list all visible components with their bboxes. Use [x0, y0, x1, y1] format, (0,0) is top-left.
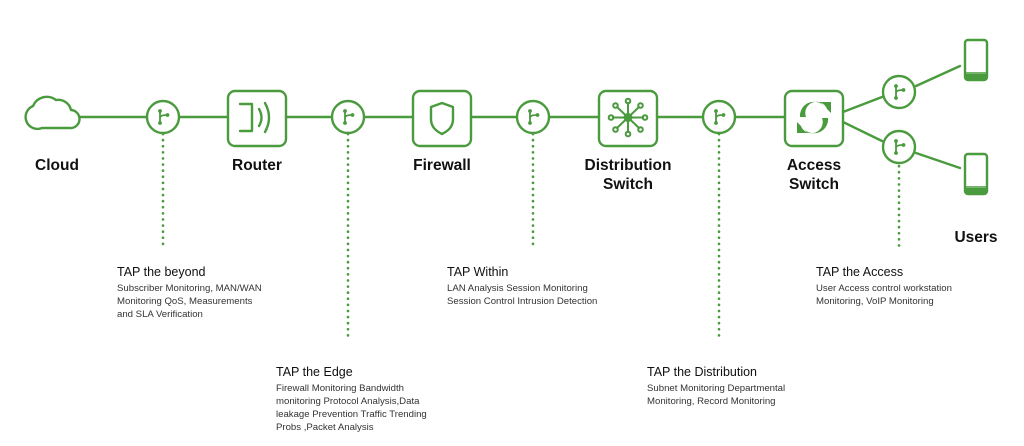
node-label-access-switch: Access Switch [770, 156, 858, 194]
router-icon [226, 89, 288, 148]
node-label-users: Users [954, 229, 998, 246]
tap-node-icon [701, 99, 737, 135]
tap-within-text: TAP Within LAN Analysis Session Monitori… [447, 264, 657, 308]
tap-desc-line: Monitoring QoS, Measurements [117, 296, 253, 307]
tap-node-icon [515, 99, 551, 135]
tap-node-icon [881, 129, 917, 165]
node-label-access-line1: Access [786, 157, 842, 174]
tap-title: TAP the Distribution [647, 365, 758, 379]
tap-desc-line: LAN Analysis Session Monitoring [447, 283, 588, 294]
tap-desc-line: Monitoring, Record Monitoring [647, 396, 776, 407]
hub-icon [597, 89, 659, 148]
tap-edge-text: TAP the Edge Firewall Monitoring Bandwid… [276, 364, 486, 434]
tap-drop-lines [161, 132, 901, 339]
tap-title: TAP the Edge [276, 365, 353, 379]
tap-desc-line: leakage Prevention Traffic Trending [276, 409, 427, 420]
node-label-access-line2: Switch [789, 176, 839, 193]
cloud-icon [24, 95, 81, 131]
tap-node-icon [881, 74, 917, 110]
tap-distribution-text: TAP the Distribution Subnet Monitoring D… [647, 364, 847, 408]
tap-desc-line: monitoring Protocol Analysis,Data [276, 396, 420, 407]
connector-lines [77, 64, 962, 170]
node-label-cloud: Cloud [35, 157, 79, 174]
tap-desc-line: Firewall Monitoring Bandwidth [276, 383, 404, 394]
shield-icon [411, 89, 473, 148]
tap-desc-line: Subscriber Monitoring, MAN/WAN [117, 283, 262, 294]
tap-desc-line: User Access control workstation [816, 283, 952, 294]
tap-node-icon [330, 99, 366, 135]
tap-desc-line: Monitoring, VoIP Monitoring [816, 296, 934, 307]
tap-access-text: TAP the Access User Access control works… [816, 264, 1016, 308]
node-label-router: Router [232, 157, 282, 174]
tap-node-icon [145, 99, 181, 135]
node-label-distribution-line1: Distribution [584, 157, 672, 174]
node-label-distribution-switch: Distribution Switch [568, 156, 688, 194]
node-label-distribution-line2: Switch [603, 176, 653, 193]
smartphone-icon [963, 38, 989, 82]
node-label-firewall: Firewall [413, 157, 471, 174]
sync-arrows-icon [783, 89, 845, 148]
tap-title: TAP the Access [816, 265, 904, 279]
tap-beyond-text: TAP the beyond Subscriber Monitoring, MA… [117, 264, 317, 321]
tap-desc-line: Probs ,Packet Analysis [276, 422, 374, 433]
smartphone-icon [963, 152, 989, 196]
tap-desc-line: and SLA Verification [117, 309, 203, 320]
tap-title: TAP the beyond [117, 265, 206, 279]
tap-desc-line: Session Control Intrusion Detection [447, 296, 598, 307]
tap-title: TAP Within [447, 265, 509, 279]
tap-desc-line: Subnet Monitoring Departmental [647, 383, 786, 394]
